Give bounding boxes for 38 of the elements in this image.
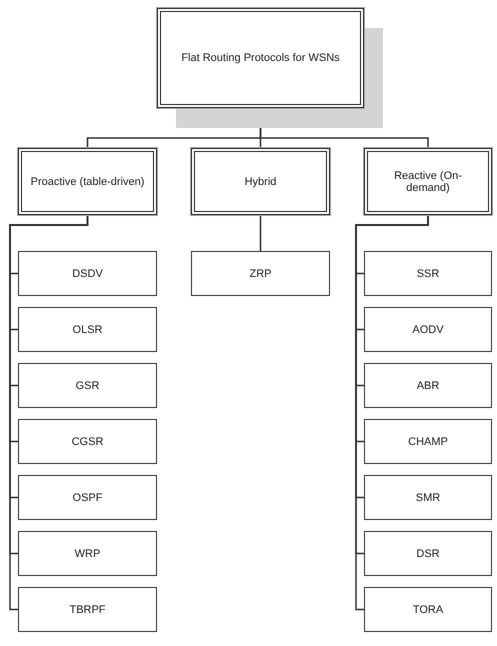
node-label: WRP [74,548,100,560]
protocol-box [18,419,157,464]
node-label: Reactive (On-demand) [393,170,463,194]
protocol-box [364,363,492,408]
protocol-box [18,531,157,576]
category-box [364,148,492,215]
protocol-box [18,251,157,296]
protocol-box [191,251,330,296]
node-label: OLSR [72,324,102,336]
protocol-box [364,587,492,632]
node-label: TBRPF [69,604,106,616]
category-box [191,148,330,215]
node-label: CGSR [72,436,104,448]
node-label: DSDV [72,268,103,280]
node-label: SMR [416,492,440,504]
protocol-box [364,419,492,464]
category-box [18,148,157,215]
node-label: TORA [412,604,444,616]
node-label: ZRP [250,268,272,280]
node-label: Proactive (table-driven) [30,176,144,188]
node-label: CHAMP [408,436,448,448]
protocol-box [364,475,492,520]
node-label: DSR [416,548,440,560]
protocol-box [18,307,157,352]
connector-line [260,215,262,251]
protocol-box [18,475,157,520]
node-label: ABR [416,380,440,392]
node-label: OSPF [72,492,102,504]
protocol-box [18,363,157,408]
node-label: Hybrid [244,176,276,188]
protocol-box [364,531,492,576]
node-label: AODV [412,324,444,336]
protocol-box [18,587,157,632]
node-label: SSR [416,268,440,280]
protocol-box [364,307,492,352]
node-label: GSR [76,380,100,392]
node-label: Flat Routing Protocols for WSNs [181,52,340,64]
protocol-box [364,251,492,296]
